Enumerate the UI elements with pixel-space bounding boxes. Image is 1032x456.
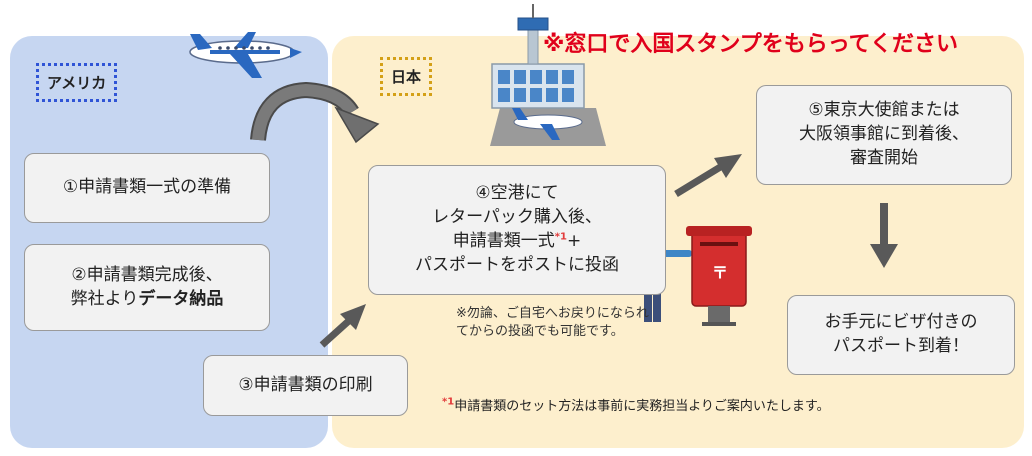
note-small: ※勿論、ご自宅へお戻りになられてからの投函でも可能です。 [456,306,649,339]
airplane-icon [189,32,302,78]
step-1-box: ①申請書類一式の準備 [24,153,270,223]
step-4-line1: ④空港にて [475,183,559,204]
svg-text:〒: 〒 [712,263,728,282]
step-1-text: ①申請書類一式の準備 [62,177,232,198]
airport-illustration [490,4,606,146]
step-5-line3: 審査開始 [850,147,918,168]
footnote-mark: *1 [442,396,455,408]
step-6-line1: お手元にビザ付きの [824,312,978,333]
step-4-line3: 申請書類一式*1+ [452,231,582,251]
notice-text: ※窓口で入国スタンプをもらってください [543,32,958,57]
mailbox-illustration: 〒 [686,226,752,326]
step-2-line2: 弊社よりデータ納品 [70,288,224,309]
step-5-line1: ⑤東京大使館または [808,100,960,121]
region-label-japan: 日本 [380,57,433,96]
step-5-line2: 大阪領事館に到着後、 [799,124,969,145]
arrow-5-to-6 [870,203,898,268]
step-3-box: ③申請書類の印刷 [203,355,408,416]
step-5-box: ⑤東京大使館または 大阪領事館に到着後、 審査開始 [756,85,1012,185]
step-4-line2: レターパック購入後、 [432,207,602,228]
region-label-usa: アメリカ [36,63,118,102]
step-4-box: ④空港にて レターパック購入後、 申請書類一式*1+ パスポートをポストに投函 [368,165,666,295]
step-6-box: お手元にビザ付きの パスポート到着！ [787,295,1015,375]
step-3-text: ③申請書類の印刷 [238,374,373,395]
step-4-line4: パスポートをポストに投函 [415,254,619,275]
footnote-text: 申請書類のセット方法は事前に実務担当よりご案内いたします。 [454,399,830,414]
step-6-line2: パスポート到着！ [833,336,969,356]
arrow-4-to-5 [674,154,742,197]
arrow-3-to-4 [319,304,366,348]
footnote: *1申請書類のセット方法は事前に実務担当よりご案内いたします。 [442,395,830,414]
step-2-box: ②申請書類完成後、 弊社よりデータ納品 [24,244,270,331]
step-2-line1: ②申請書類完成後、 [71,264,223,285]
